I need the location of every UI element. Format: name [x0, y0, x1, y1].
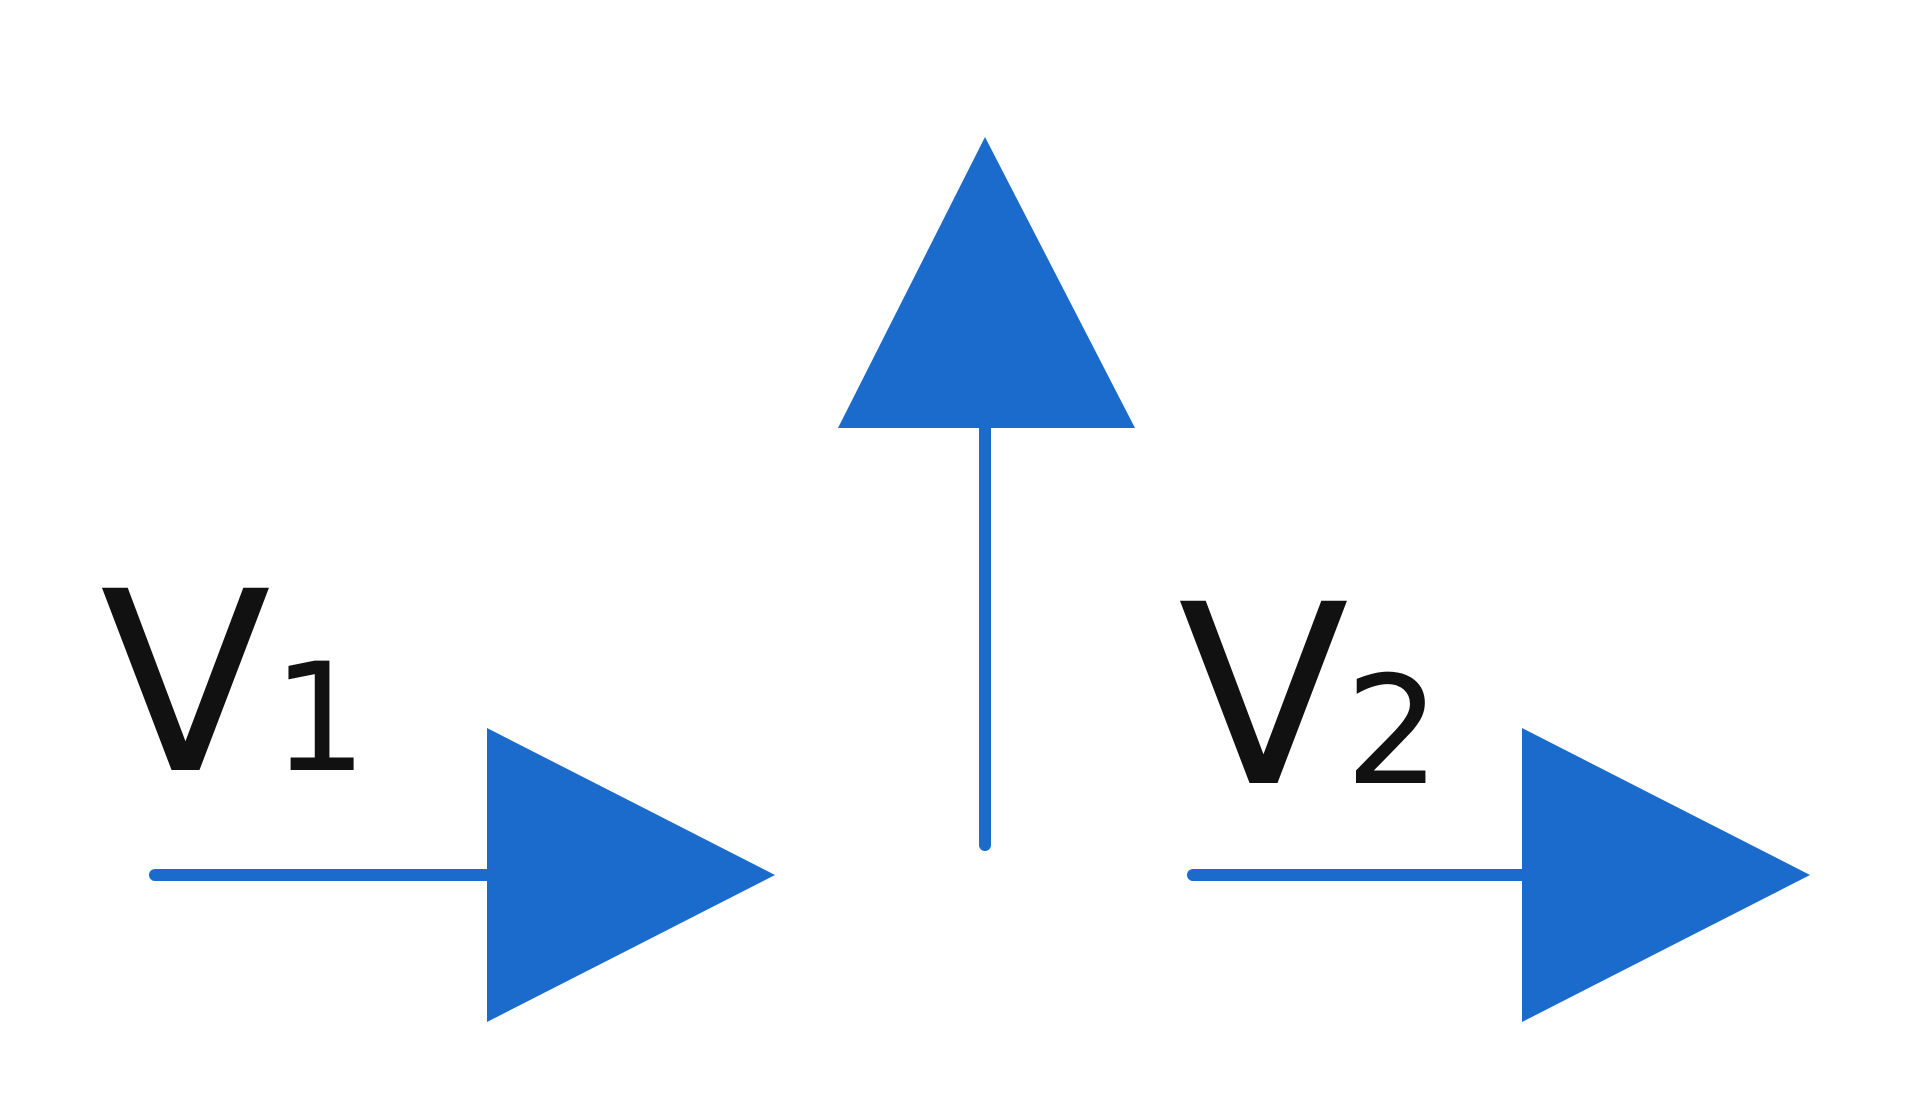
arrow-v1-head	[487, 728, 775, 1022]
label-v1: V 1	[100, 538, 367, 829]
label-v1-letter: V	[100, 538, 271, 829]
arrow-vertical-head	[838, 137, 1135, 428]
label-v2-letter: V	[1178, 551, 1349, 842]
arrow-v2-head	[1522, 728, 1810, 1022]
arrow-v2-outgoing	[1187, 728, 1810, 1022]
label-v2: V 2	[1178, 551, 1440, 842]
label-v1-subscript: 1	[272, 632, 367, 806]
arrow-vertical-up	[838, 137, 1135, 851]
label-v2-subscript: 2	[1345, 645, 1440, 819]
arrow-v1-incoming	[149, 728, 775, 1022]
